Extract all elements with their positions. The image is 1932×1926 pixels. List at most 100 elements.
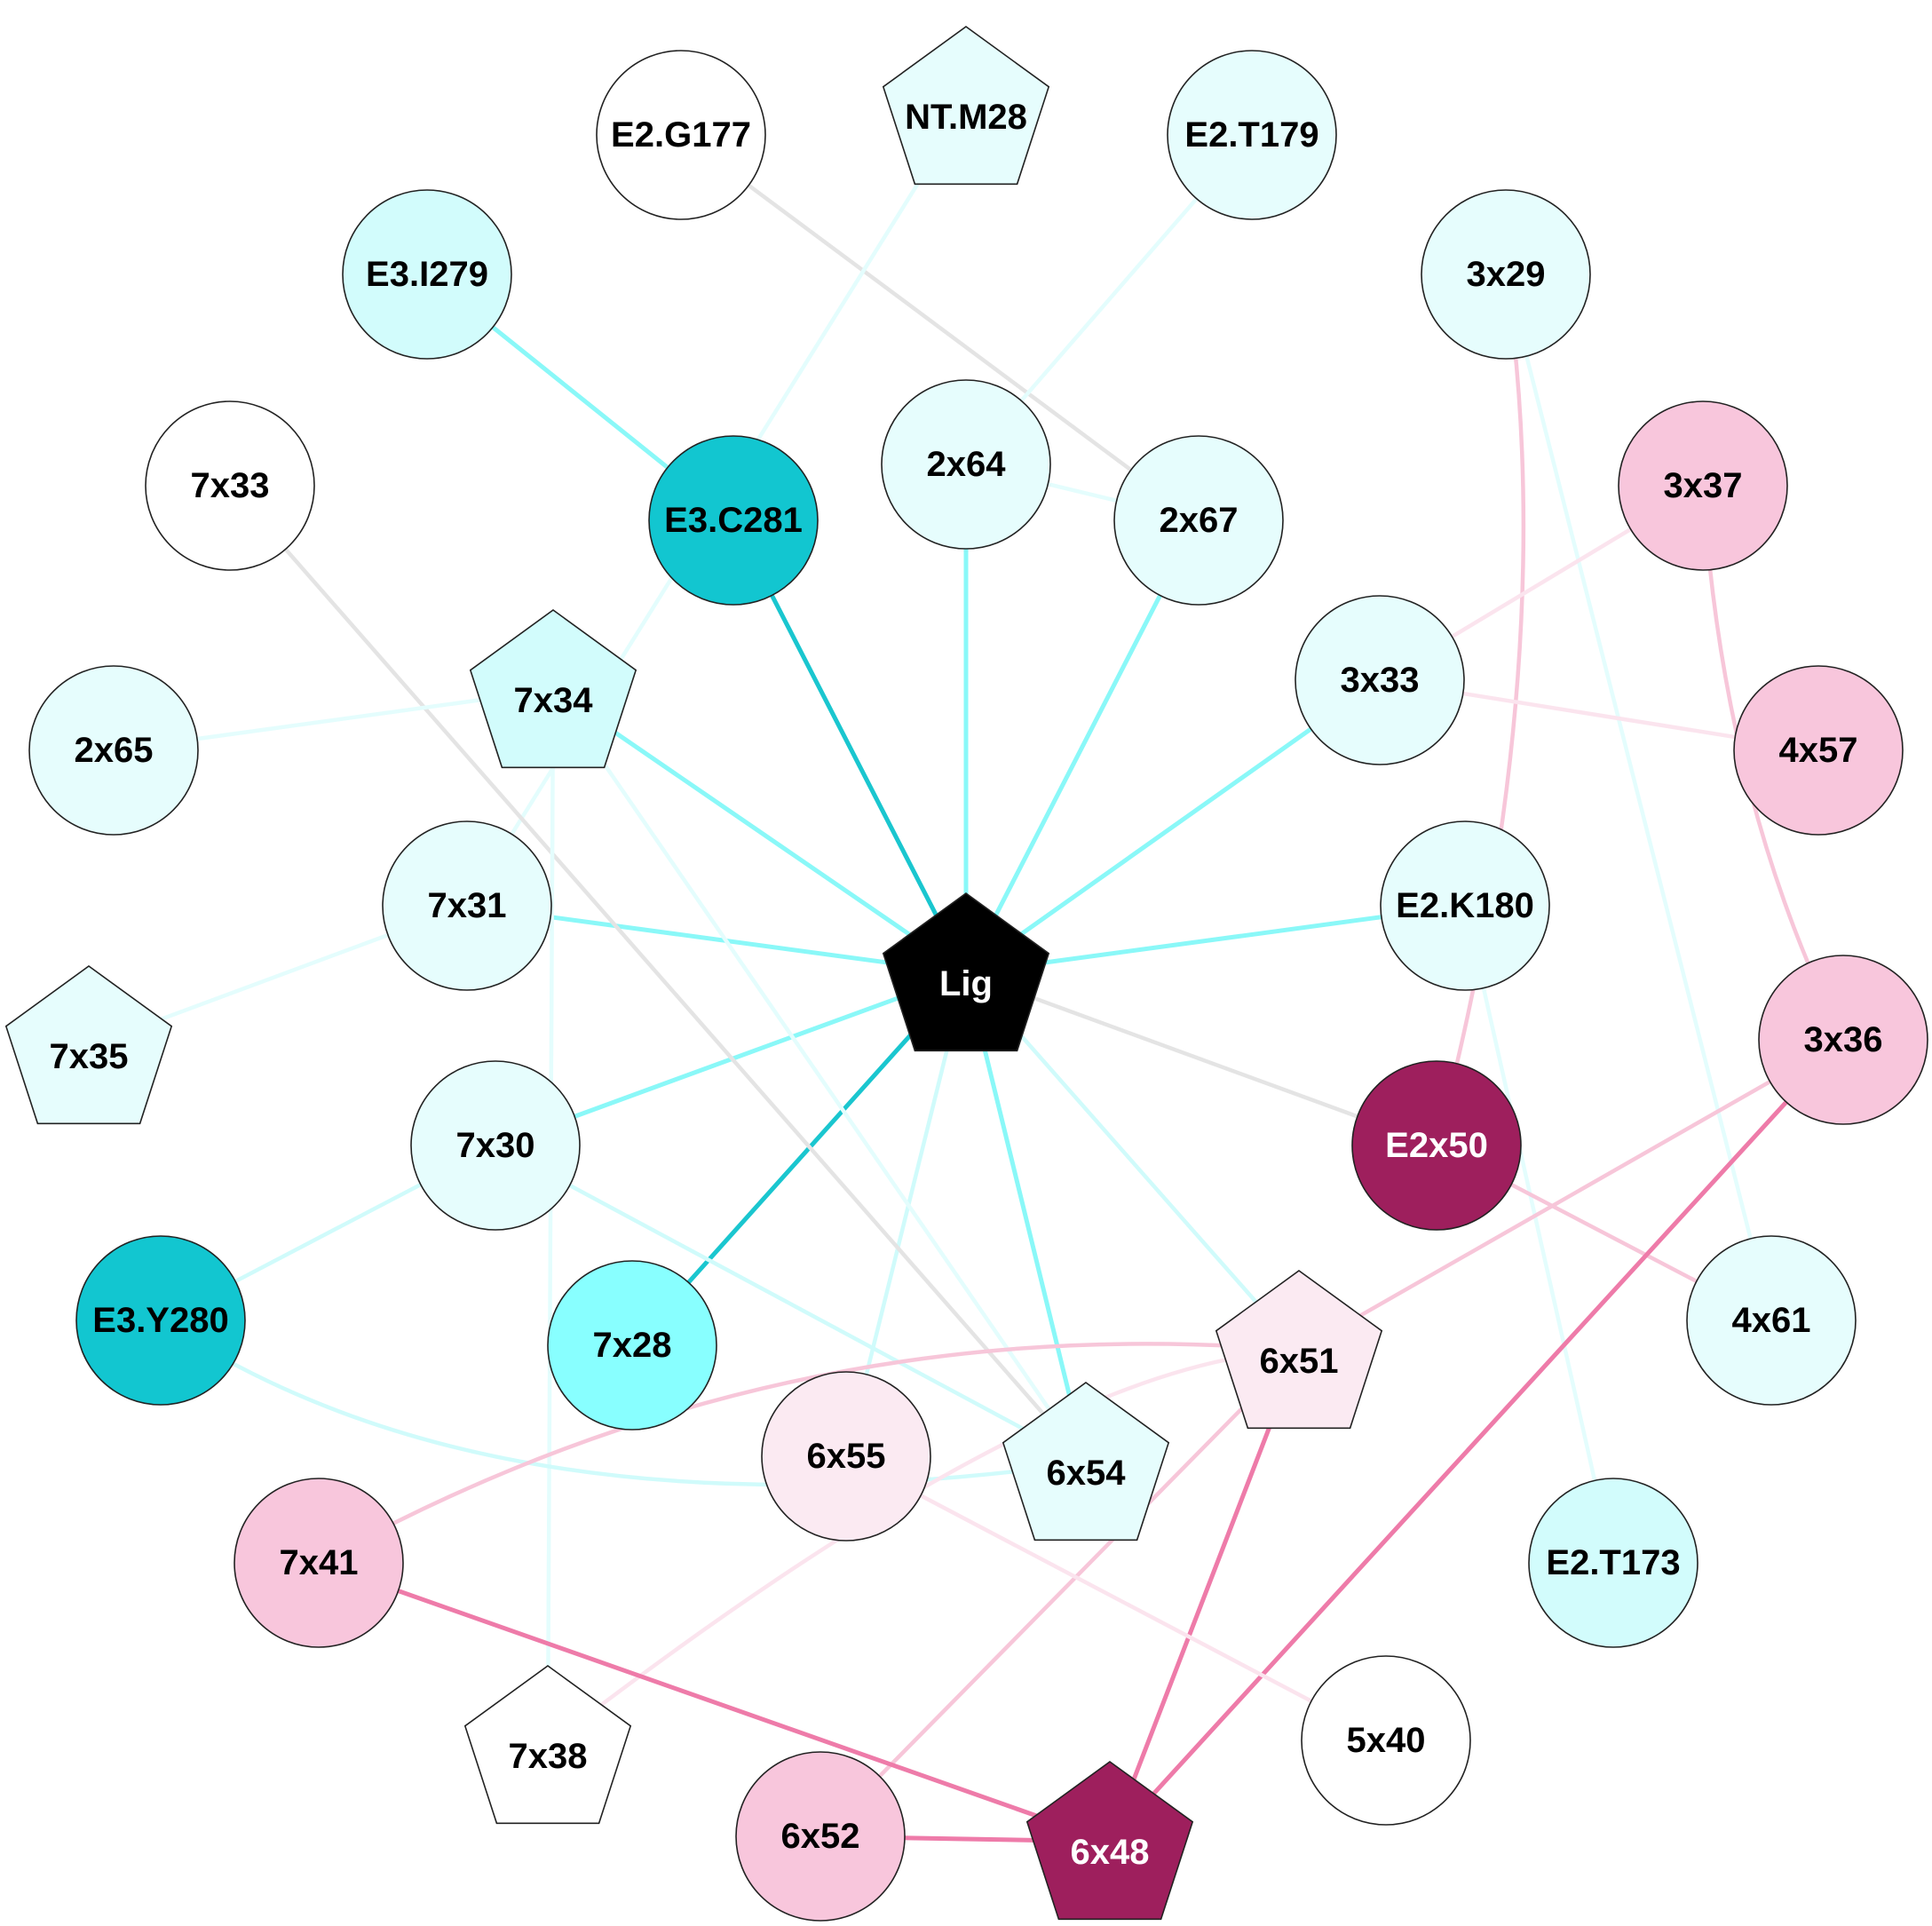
node-label: 7x33 <box>191 466 270 505</box>
edge-6x51-to-6x52 <box>818 1348 1302 1839</box>
node-label: E2.G177 <box>611 115 751 155</box>
node-6x54: 6x54 <box>1002 1382 1170 1542</box>
edge-7x34-to-6x54 <box>550 687 1089 1465</box>
node-label: 7x38 <box>509 1737 588 1776</box>
node-e3-i279: E3.I279 <box>342 189 512 360</box>
node-circle-shape <box>1113 435 1284 606</box>
node-label: E3.I279 <box>366 255 488 294</box>
node-label: 2x64 <box>927 445 1007 484</box>
node-pentagon-shape <box>463 1665 632 1825</box>
node-e3-y280: E3.Y280 <box>75 1235 246 1406</box>
node-label: E2.T173 <box>1546 1543 1680 1582</box>
node-label: 6x54 <box>1047 1454 1127 1493</box>
edge-3x36-to-6x48 <box>1107 1037 1846 1844</box>
node-label: 6x52 <box>781 1817 860 1856</box>
node-lig: Lig <box>882 892 1050 1052</box>
node-e2x50: E2x50 <box>1351 1060 1522 1231</box>
node-label: 3x37 <box>1664 466 1743 505</box>
node-6x52: 6x52 <box>735 1751 906 1922</box>
edge-7x34-to-7x38 <box>545 687 556 1748</box>
node-label: 2x67 <box>1160 501 1239 540</box>
node-circle-shape <box>1686 1235 1857 1406</box>
edge-7x33-to-6x54 <box>227 483 1089 1465</box>
node-label: 7x30 <box>456 1126 535 1165</box>
node-2x64: 2x64 <box>881 379 1051 550</box>
node-pentagon-shape <box>882 26 1050 186</box>
node-label: 6x51 <box>1260 1342 1339 1381</box>
node-5x40: 5x40 <box>1301 1655 1471 1826</box>
node-pentagon-shape <box>4 965 173 1125</box>
node-label: E2x50 <box>1385 1126 1488 1165</box>
node-circle-shape <box>342 189 512 360</box>
node-pentagon-shape <box>1215 1270 1383 1430</box>
node-6x48: 6x48 <box>1025 1761 1194 1921</box>
node-e3-c281: E3.C281 <box>648 435 819 606</box>
edge-3x29-to-e2x50 <box>1434 272 1526 1148</box>
node-e2-t173: E2.T173 <box>1528 1478 1698 1648</box>
node-3x29: 3x29 <box>1421 189 1591 360</box>
node-label: 7x34 <box>514 681 594 720</box>
node-circle-shape <box>1618 400 1788 571</box>
node-nt-m28: NT.M28 <box>882 26 1050 186</box>
node-pentagon-shape <box>882 892 1050 1052</box>
node-label: E2.T179 <box>1184 115 1318 155</box>
edge-3x29-to-4x61 <box>1503 272 1774 1323</box>
node-label: 4x57 <box>1779 731 1858 770</box>
edge-7x41-to-6x48 <box>316 1560 1112 1844</box>
edge-6x51-to-7x38 <box>545 1348 1302 1748</box>
node-circle-shape <box>382 820 552 991</box>
node-7x33: 7x33 <box>145 400 315 571</box>
edge-3x36-to-6x51 <box>1296 1037 1846 1353</box>
node-circle-shape <box>1351 1060 1522 1231</box>
node-e2-t179: E2.T179 <box>1167 50 1337 220</box>
node-3x36: 3x36 <box>1758 955 1928 1125</box>
edge-7x30-to-6x54 <box>493 1143 1089 1465</box>
node-circle-shape <box>761 1371 931 1542</box>
node-circle-shape <box>234 1478 404 1648</box>
edge-6x51-to-6x48 <box>1107 1348 1302 1844</box>
node-label: 5x40 <box>1347 1721 1426 1760</box>
node-circle-shape <box>735 1751 906 1922</box>
node-circle-shape <box>1733 665 1904 836</box>
node-label: 7x41 <box>280 1543 359 1582</box>
node-label: 2x65 <box>75 731 154 770</box>
node-circle-shape <box>145 400 315 571</box>
node-circle-shape <box>1421 189 1591 360</box>
node-circle-shape <box>1758 955 1928 1125</box>
node-pentagon-shape <box>1002 1382 1170 1542</box>
node-2x65: 2x65 <box>28 665 199 836</box>
edge-lig-to-6x54 <box>963 971 1089 1465</box>
node-circle-shape <box>596 50 766 220</box>
edge-6x55-to-5x40 <box>843 1454 1389 1743</box>
node-label: NT.M28 <box>905 98 1027 137</box>
node-pentagon-shape <box>469 609 637 769</box>
node-7x30: 7x30 <box>410 1060 581 1231</box>
node-2x67: 2x67 <box>1113 435 1284 606</box>
node-circle-shape <box>881 379 1051 550</box>
node-circle-shape <box>1380 820 1550 991</box>
node-circle-shape <box>410 1060 581 1231</box>
node-label: E2.K180 <box>1396 886 1534 925</box>
node-label: 3x36 <box>1804 1020 1883 1059</box>
node-3x33: 3x33 <box>1295 595 1465 765</box>
node-circle-shape <box>1167 50 1337 220</box>
node-circle-shape <box>28 665 199 836</box>
node-7x34: 7x34 <box>469 609 637 769</box>
edge-e2-g177-to-2x67 <box>678 132 1201 523</box>
node-label: 7x31 <box>428 886 507 925</box>
node-4x57: 4x57 <box>1733 665 1904 836</box>
node-circle-shape <box>75 1235 246 1406</box>
node-3x37: 3x37 <box>1618 400 1788 571</box>
node-4x61: 4x61 <box>1686 1235 1857 1406</box>
node-label: 7x35 <box>50 1037 129 1076</box>
node-label: 6x48 <box>1071 1833 1150 1872</box>
node-circle-shape <box>547 1260 717 1431</box>
node-label: 7x28 <box>593 1326 672 1365</box>
node-circle-shape <box>1301 1655 1471 1826</box>
node-6x51: 6x51 <box>1215 1270 1383 1430</box>
node-label: E3.C281 <box>664 501 803 540</box>
node-label: E3.Y280 <box>92 1301 228 1340</box>
node-label: 6x55 <box>807 1437 886 1476</box>
node-7x41: 7x41 <box>234 1478 404 1648</box>
